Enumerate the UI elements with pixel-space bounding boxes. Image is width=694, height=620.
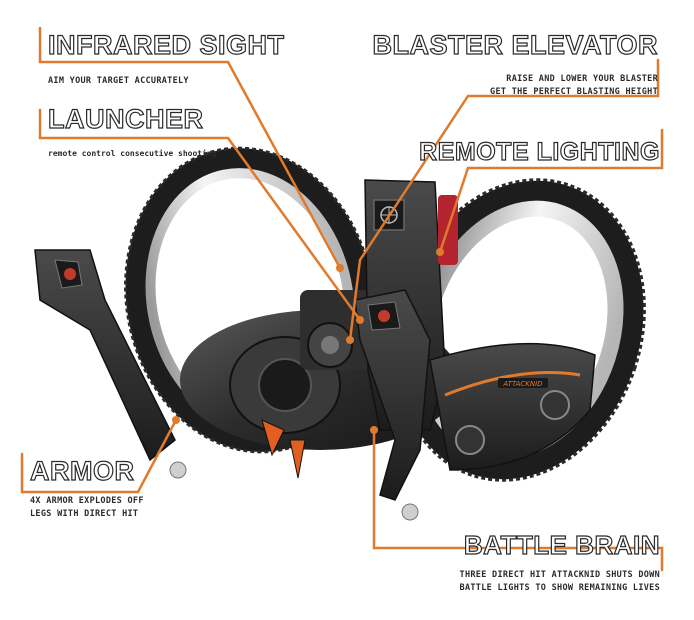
callout-title: BATTLE BRAIN (463, 529, 660, 560)
callout-armor: ARMOR 4X ARMOR EXPLODES OFF LEGS WITH DI… (29, 455, 144, 521)
callout-subtitle-line2: BATTLE LIGHTS TO SHOW REMAINING LIVES (459, 583, 660, 593)
right-leg (354, 289, 431, 521)
callout-title: REMOTE LIGHTING (419, 137, 661, 166)
callout-title: BLASTER ELEVATOR (372, 29, 658, 60)
callout-lines (20, 26, 664, 572)
callout-endpoints (172, 248, 444, 434)
callout-subtitle-line1: 4X ARMOR EXPLODES OFF (30, 496, 144, 506)
callout-subtitle-line1: RAISE AND LOWER YOUR BLASTER (506, 74, 658, 84)
callout-remote-lighting: REMOTE LIGHTING (419, 137, 661, 167)
callout-subtitle-line2: GET THE PERFECT BLASTING HEIGHT (490, 87, 658, 97)
callout-battle-brain: BATTLE BRAIN THREE DIRECT HIT ATTACKNID … (459, 529, 661, 595)
callout-subtitle: remote control consecutive shooting (48, 149, 217, 158)
callout-subtitle: AIM YOUR TARGET ACCURATELY (48, 76, 189, 86)
front-claws (261, 419, 306, 479)
callout-title: LAUNCHER (47, 103, 204, 134)
callout-blaster-elevator: BLASTER ELEVATOR RAISE AND LOWER YOUR BL… (372, 29, 658, 99)
callout-title: INFRARED SIGHT (47, 29, 285, 60)
callout-subtitle-line2: LEGS WITH DIRECT HIT (30, 509, 139, 519)
product-logo: ATTACKNID (502, 380, 543, 388)
battle-brain-plate: ATTACKNID (429, 342, 596, 471)
left-leg (34, 249, 187, 479)
callout-subtitle-line1: THREE DIRECT HIT ATTACKNID SHUTS DOWN (459, 570, 660, 580)
callout-title: ARMOR (29, 455, 135, 486)
callout-launcher: LAUNCHER remote control consecutive shoo… (47, 103, 217, 160)
callout-infrared-sight: INFRARED SIGHT AIM YOUR TARGET ACCURATEL… (47, 29, 285, 88)
